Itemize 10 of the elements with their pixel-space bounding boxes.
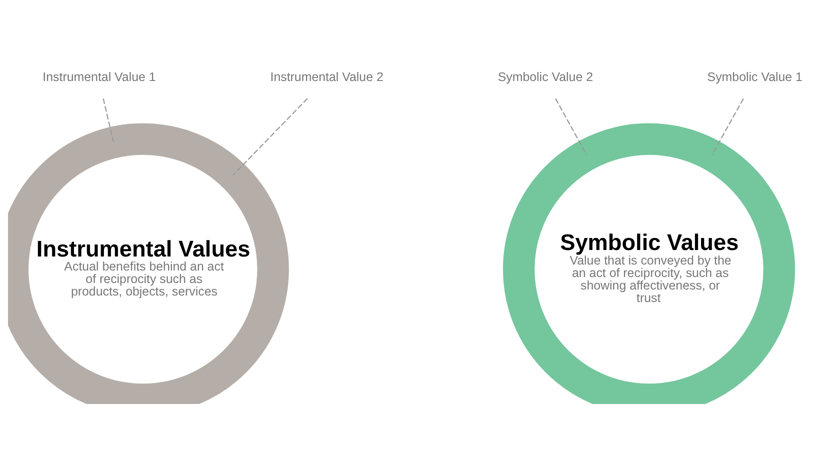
node-circle: Instrumental Values Actual benefits behind an act of reciprocity such as products, objects, services <box>8 123 289 404</box>
node-text: Instrumental Value 1 <box>42 70 156 84</box>
node-text: Symbolic Value 2 <box>498 70 594 84</box>
connector <box>712 98 744 156</box>
connector <box>102 98 114 142</box>
node-text: Symbolic Value 1 <box>707 70 802 84</box>
node-text: Instrumental Value 2 <box>270 70 384 84</box>
node-circle: Symbolic Values Value that is conveyed by the an act of reciprocity, such as showing affectiveness, or trust <box>502 123 796 404</box>
connector <box>555 98 588 156</box>
connector <box>232 98 308 176</box>
